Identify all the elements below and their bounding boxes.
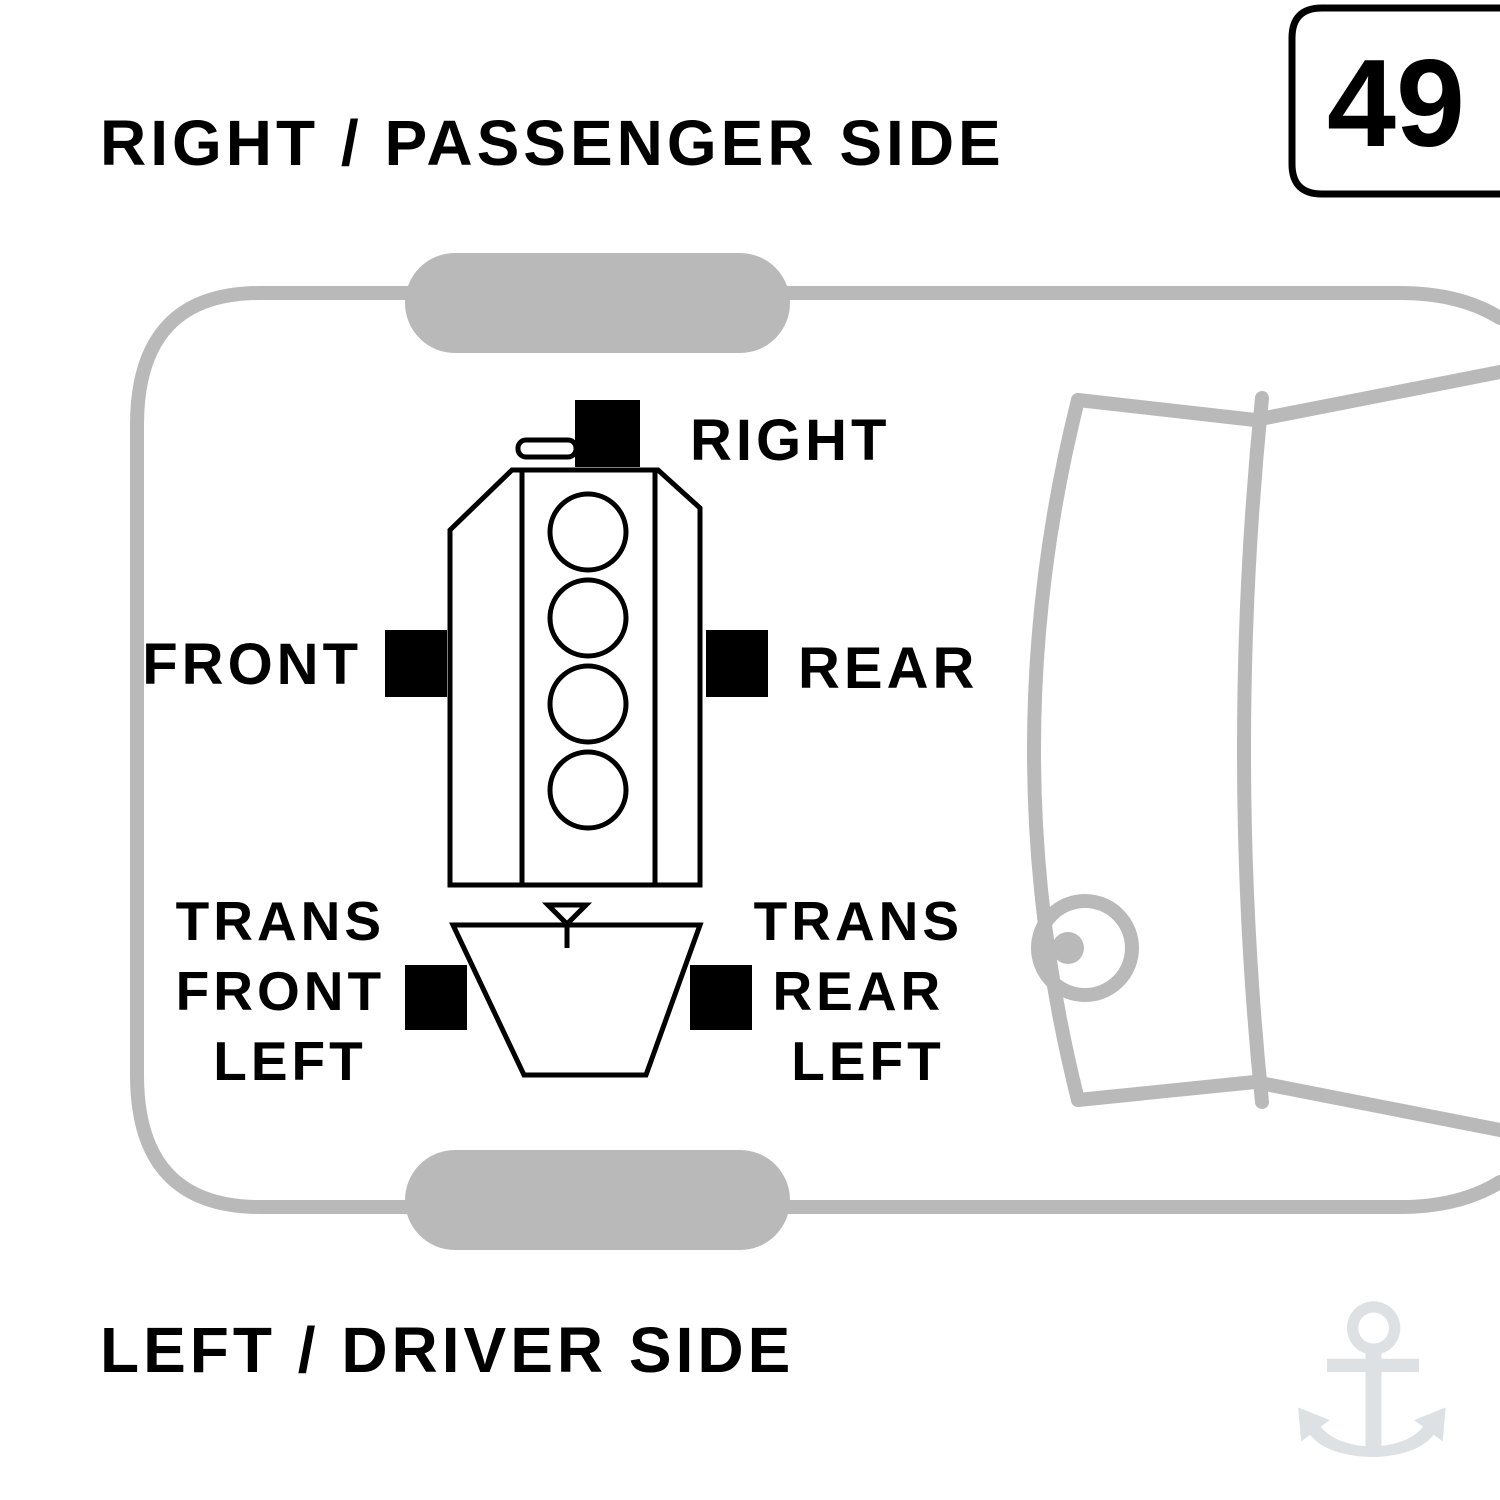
windshield-bottom-edge	[1071, 1074, 1500, 1137]
wheel-front-right	[405, 253, 790, 353]
badge-number: 49	[1327, 35, 1465, 173]
watermark-anchor-icon: ⚓	[1278, 1260, 1466, 1500]
label-trans-front-left-line1: TRANS	[176, 890, 385, 952]
car-outline	[130, 286, 1500, 1214]
cylinder-1	[547, 491, 629, 573]
label-trans-front-left-line2: FRONT	[176, 960, 385, 1022]
windshield-rear-arc	[1027, 393, 1085, 1107]
steering-wheel-hub	[1052, 932, 1084, 964]
label-trans-front-left-line3: LEFT	[213, 1030, 366, 1092]
engine-mount-right	[575, 400, 640, 467]
label-right-passenger-side: RIGHT / PASSENGER SIDE	[100, 107, 1005, 179]
car-body-line-top	[130, 286, 1500, 1214]
transmission-outline	[449, 922, 704, 1078]
label-left-driver-side: LEFT / DRIVER SIDE	[100, 1314, 794, 1386]
steering-wheel	[1031, 894, 1139, 1002]
trans-dipstick-icon	[541, 902, 593, 928]
engine-mount-front	[385, 630, 447, 697]
windshield-top-edge	[1071, 365, 1500, 428]
label-trans-rear-left-line3: LEFT	[791, 1030, 944, 1092]
cylinder-4	[547, 749, 629, 831]
engine-block	[447, 467, 703, 888]
badge-box	[1288, 4, 1500, 198]
cylinder-2	[547, 577, 629, 659]
trans-mount-rear-left	[690, 965, 752, 1030]
label-mount-front: FRONT	[142, 632, 362, 697]
label-trans-front-left: TRANS FRONT LEFT	[176, 890, 405, 1092]
label-mount-rear: REAR	[798, 636, 978, 701]
label-trans-rear-left-line1: TRANS	[754, 890, 963, 952]
engine-mount-rear	[706, 630, 768, 697]
windshield-front-arc	[1237, 391, 1269, 1109]
label-trans-rear-left-line2: REAR	[772, 960, 944, 1022]
trans-mount-front-left	[405, 965, 467, 1030]
cylinder-3	[547, 663, 629, 745]
label-mount-right: RIGHT	[690, 408, 890, 473]
transmission	[449, 902, 704, 1078]
wheel-front-left	[405, 1150, 790, 1250]
label-trans-rear-left: TRANS REAR LEFT	[754, 890, 983, 1092]
engine-mounts	[385, 400, 768, 1030]
mount-bolt-icon	[515, 437, 579, 460]
